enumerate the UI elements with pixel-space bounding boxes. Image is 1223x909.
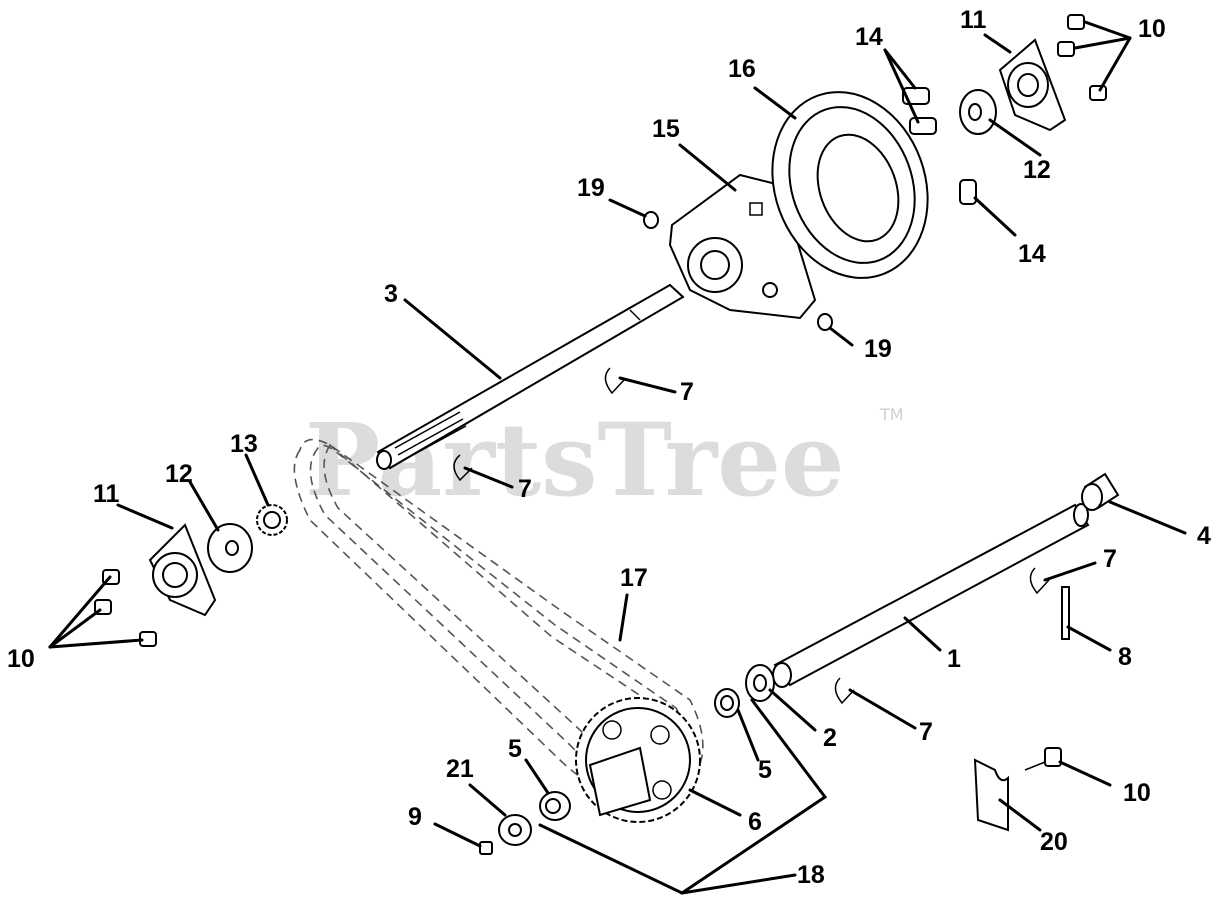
callout-14-bottom: 14 [1018,240,1046,268]
callout-7-upper: 7 [680,378,694,406]
callout-labels: 3 15 16 14 11 10 12 14 19 19 7 7 13 12 1… [7,6,1211,889]
small-sprocket [256,504,288,536]
callout-13: 13 [230,430,258,458]
hairpin-3 [1029,567,1050,595]
callout-11-left: 11 [93,480,120,508]
bushing-upper [714,688,740,718]
callout-5-right: 5 [758,756,772,784]
callout-17: 17 [620,564,648,592]
spacer [498,814,532,846]
bushing-lower [539,791,571,821]
callout-7-mid: 7 [518,475,532,503]
splined-shaft [376,283,685,470]
callout-18: 18 [797,861,825,889]
callout-11-right: 11 [960,6,987,34]
callout-2: 2 [823,724,837,752]
callout-3: 3 [384,280,398,308]
callout-20: 20 [1040,828,1068,856]
callout-12-left: 12 [165,460,193,488]
callout-12-right: 12 [1023,156,1051,184]
callout-21: 21 [446,755,474,783]
washer-lower [817,313,833,331]
callout-14-top: 14 [855,23,883,51]
callout-10-left: 10 [7,645,35,673]
callout-8: 8 [1118,643,1132,671]
hairpin-4 [834,677,855,705]
bearing-right [959,89,997,135]
callout-10-bottom: 10 [1123,779,1151,807]
flange-bearing-right [998,38,1067,132]
callout-6: 6 [748,808,762,836]
bolt-lower-right [1024,747,1062,771]
callout-7-lower: 7 [919,718,933,746]
flange-bearing-left [148,523,217,617]
pulley [771,91,929,279]
bushing [1081,472,1120,511]
callout-7-right: 7 [1103,545,1117,573]
callout-10-top: 10 [1138,15,1166,43]
bracket [973,758,1009,832]
hairpin-1 [604,367,625,395]
bolts-left [94,569,157,647]
washer [745,664,775,702]
callout-19-bottom: 19 [864,335,892,363]
callout-4: 4 [1197,522,1211,550]
hairpin-2 [453,454,473,482]
callout-1: 1 [947,645,961,673]
screw-small [479,841,493,855]
bearing-left [207,523,253,573]
large-sprocket [575,697,701,823]
callout-16: 16 [728,55,756,83]
axle-shaft [772,503,1090,688]
key [1061,586,1070,640]
callout-15: 15 [652,115,680,143]
watermark-trademark: TM [879,405,904,424]
callout-9: 9 [408,803,422,831]
washer-upper [643,211,659,229]
leader-lines [48,20,1187,895]
callout-19-top: 19 [577,174,605,202]
callout-5-left: 5 [508,735,522,763]
